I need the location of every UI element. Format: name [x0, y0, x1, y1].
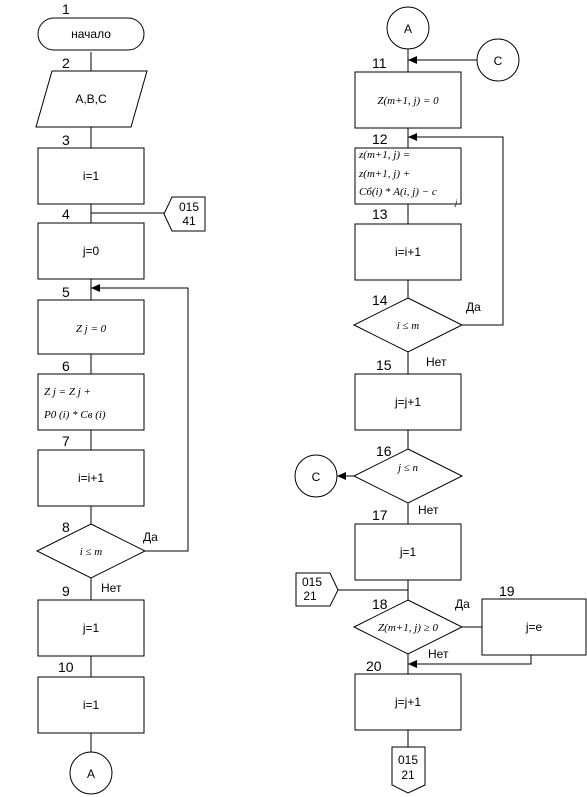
step-number-19: 19: [499, 583, 515, 599]
step-number-11: 11: [372, 55, 387, 71]
process-j-set1-right: [354, 523, 462, 581]
step-number-2: 2: [62, 55, 70, 71]
offpage-bottom-line2: 21: [401, 768, 415, 782]
connector-c-top-arrowhead: [408, 56, 417, 64]
step-number-17: 17: [372, 507, 388, 523]
start-label: начало: [71, 27, 111, 41]
loop-back-arrowhead-right: [408, 133, 417, 141]
process-i-init2: [37, 676, 145, 734]
loop-back-arrowhead-left: [91, 284, 100, 292]
yes-label-18: Да: [455, 597, 470, 611]
decision-i-le-m-right-label: i ≤ m: [397, 320, 420, 332]
decision-i-le-m-right: [352, 297, 464, 353]
process-i-inc-right-label: i=i+1: [395, 245, 421, 259]
process-i-inc-right: [354, 223, 462, 281]
process-zm1-reset-label: Z(m+1, j) = 0: [377, 95, 439, 107]
process-zm1-sum-line2: z(m+1, j) +: [358, 168, 410, 180]
offpage-top-connector: [163, 196, 206, 232]
decision-i-le-m-label: i ≤ m: [80, 546, 103, 558]
loop-back-line-left: [91, 287, 189, 552]
step-number-13: 13: [372, 206, 388, 222]
connector-a-top-label: A: [404, 22, 412, 36]
process-i-inc-label: i=i+1: [78, 471, 104, 485]
yes-label-14: Да: [466, 300, 481, 314]
connector-c-side: [294, 454, 338, 498]
step-number-10: 10: [58, 659, 74, 675]
process-j-set1-left-label: j=1: [82, 621, 100, 635]
offpage-top-line1: 015: [179, 200, 199, 214]
process-j-inc-final: [354, 673, 462, 731]
decision-j-le-n: [352, 448, 464, 504]
step-number-15: 15: [376, 357, 392, 373]
process-i-init2-label: i=1: [83, 698, 100, 712]
decision-z-ge-0-label: Z(m+1, j) ≥ 0: [378, 622, 438, 634]
process-j-init-label: j=0: [82, 244, 100, 258]
connector-c-side-arrowhead: [337, 472, 346, 480]
offpage-mid-line1: 015: [302, 575, 322, 589]
offpage-mid-connector: [295, 572, 339, 607]
process-j-inc-final-label: j=j+1: [394, 695, 421, 709]
step-number-3: 3: [62, 132, 70, 148]
connector-c-side-label: C: [312, 470, 321, 484]
step-number-16: 16: [376, 443, 392, 459]
no-label-16: Нет: [418, 503, 439, 517]
process-j-set1-left: [37, 599, 145, 657]
process-j-init: [37, 222, 145, 280]
loop-back-line-right: [408, 136, 504, 326]
offpage-bottom-line1: 015: [398, 753, 418, 767]
step-number-20: 20: [366, 658, 382, 674]
offpage-mid-line2: 21: [303, 589, 317, 603]
process-zm1-sum-line1: z(m+1, j) =: [358, 149, 410, 161]
process-j-e: [481, 598, 587, 656]
step-number-8: 8: [62, 519, 70, 535]
step-number-9: 9: [62, 583, 70, 599]
connector-a-bottom: [69, 751, 113, 795]
process-j-inc: [354, 373, 462, 431]
process-i-init-label: i=1: [83, 169, 100, 183]
decision-z-ge-0: [352, 599, 464, 655]
offpage-top-line2: 41: [182, 214, 196, 228]
step-number-5: 5: [62, 284, 70, 300]
j-e-return-line: [408, 655, 532, 665]
no-label-14: Нет: [426, 355, 447, 369]
j-e-return-arrowhead: [408, 660, 417, 668]
process-zm1-sum-line3: Cб(i) * A(i, j) − c: [359, 186, 437, 198]
process-z-sum-line2: P0 (i) * Cв (i): [43, 409, 106, 421]
left-column: начало A,B,C i=1 015 41 j=0 Z j = 0 Z j …: [35, 1, 206, 795]
process-z-reset-label: Z j = 0: [76, 323, 107, 335]
no-label-18: Нет: [428, 647, 449, 661]
decision-i-le-m: [35, 523, 147, 579]
right-column: A C Z(m+1, j) = 0 z(m+1, j) = z(m+1, j) …: [294, 6, 587, 794]
step-number-4: 4: [62, 206, 70, 222]
process-zm1-sum-subscript: j: [454, 198, 458, 207]
process-j-set1-right-label: j=1: [399, 545, 417, 559]
process-i-init: [37, 147, 145, 205]
decision-j-le-n-label: j ≤ n: [396, 462, 419, 474]
process-j-e-label: j=e: [525, 620, 543, 634]
step-number-18: 18: [372, 596, 388, 612]
process-j-inc-label: j=j+1: [394, 395, 421, 409]
connector-a-top: [386, 6, 430, 50]
process-z-sum: [37, 373, 145, 431]
no-label-8: Нет: [101, 581, 122, 595]
process-i-inc: [37, 449, 145, 507]
offpage-bottom-connector: [391, 746, 426, 794]
process-z-sum-line1: Z j = Z j +: [44, 386, 91, 398]
input-parallelogram: [35, 70, 148, 128]
start-terminator: [37, 17, 145, 51]
step-number-12: 12: [372, 131, 388, 147]
process-z-reset: [37, 299, 145, 355]
input-label: A,B,C: [75, 92, 107, 106]
process-zm1-sum: [354, 147, 462, 205]
yes-label-8: Да: [143, 530, 158, 544]
step-number-6: 6: [62, 358, 70, 374]
connector-a-bottom-label: A: [87, 767, 95, 781]
step-number-1: 1: [62, 1, 70, 17]
step-number-14: 14: [372, 292, 388, 308]
connector-c-top-label: C: [494, 54, 503, 68]
step-number-7: 7: [62, 433, 70, 449]
process-zm1-reset: [354, 71, 462, 129]
